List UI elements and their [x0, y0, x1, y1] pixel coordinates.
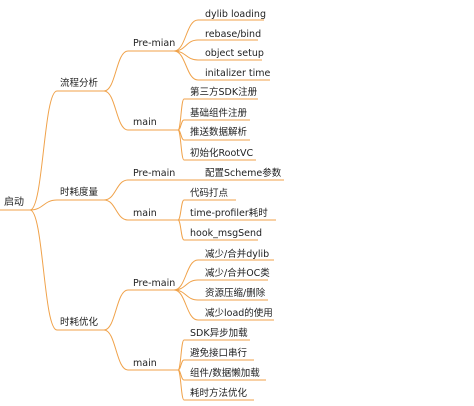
item-label: SDK异步加载 [190, 328, 248, 339]
item-label: 减少load的使用 [205, 308, 273, 319]
item-label: hook_msgSend [190, 228, 263, 239]
phase-to-item-connector [173, 19, 199, 52]
item-label: 减少/合并dylib [205, 249, 270, 260]
item-label: 组件/数据懒加载 [190, 368, 260, 379]
group-to-phase-connector [103, 179, 129, 201]
root-node: 启动 [4, 197, 24, 208]
item-label: time-profiler耗时 [190, 208, 268, 219]
group-to-phase-connector [103, 90, 129, 131]
item-label: rebase/bind [205, 29, 262, 40]
group-to-phase-connector [103, 329, 129, 371]
root-to-group-connector [29, 209, 58, 331]
phase-to-item-connector [173, 279, 199, 291]
group-label-time-measurement: 时耗度量 [60, 187, 99, 198]
phase-label-premain: Pre-mian [133, 38, 176, 49]
phase-to-item-connector [177, 98, 185, 131]
item-label: 资源压缩/删除 [205, 288, 266, 299]
group-to-phase-connector [103, 199, 129, 221]
group-label-time-optimization: 时耗优化 [60, 317, 99, 328]
phase-label-premain: Pre-main [133, 168, 176, 179]
phase-to-item-connector [173, 39, 199, 52]
item-label: 推送数据解析 [190, 127, 248, 138]
item-label: 耗时方法优化 [190, 388, 248, 399]
phase-to-item-connector [177, 219, 185, 241]
item-label: 避免接口串行 [190, 348, 248, 359]
phase-label-main: main [133, 117, 157, 128]
phase-to-item-connector [177, 129, 185, 161]
phase-to-item-connector [177, 369, 185, 401]
item-label: initalizer time [205, 68, 271, 79]
group-to-phase-connector [103, 289, 129, 331]
phase-to-item-connector [173, 289, 199, 321]
group-to-phase-connector [103, 50, 129, 92]
item-label: dylib loading [205, 9, 266, 20]
phase-to-item-connector [173, 50, 199, 81]
root-to-group-connector [29, 199, 58, 211]
item-label: 基础组件注册 [190, 108, 248, 119]
phase-to-item-connector [173, 259, 199, 291]
item-label: 第三方SDK注册 [190, 87, 258, 98]
phase-label-main: main [133, 358, 157, 369]
phase-label-main: main [133, 208, 157, 219]
group-label-process-analysis: 流程分析 [60, 78, 99, 89]
item-label: 初始化RootVC [190, 148, 254, 159]
root-to-group-connector [29, 90, 58, 211]
phase-to-item-connector [177, 199, 185, 221]
item-label: 配置Scheme参数 [205, 168, 282, 179]
item-label: 代码打点 [190, 188, 229, 199]
phase-label-premain: Pre-main [133, 278, 176, 289]
item-label: object setup [205, 48, 264, 59]
item-label: 减少/合并OC类 [205, 268, 270, 279]
